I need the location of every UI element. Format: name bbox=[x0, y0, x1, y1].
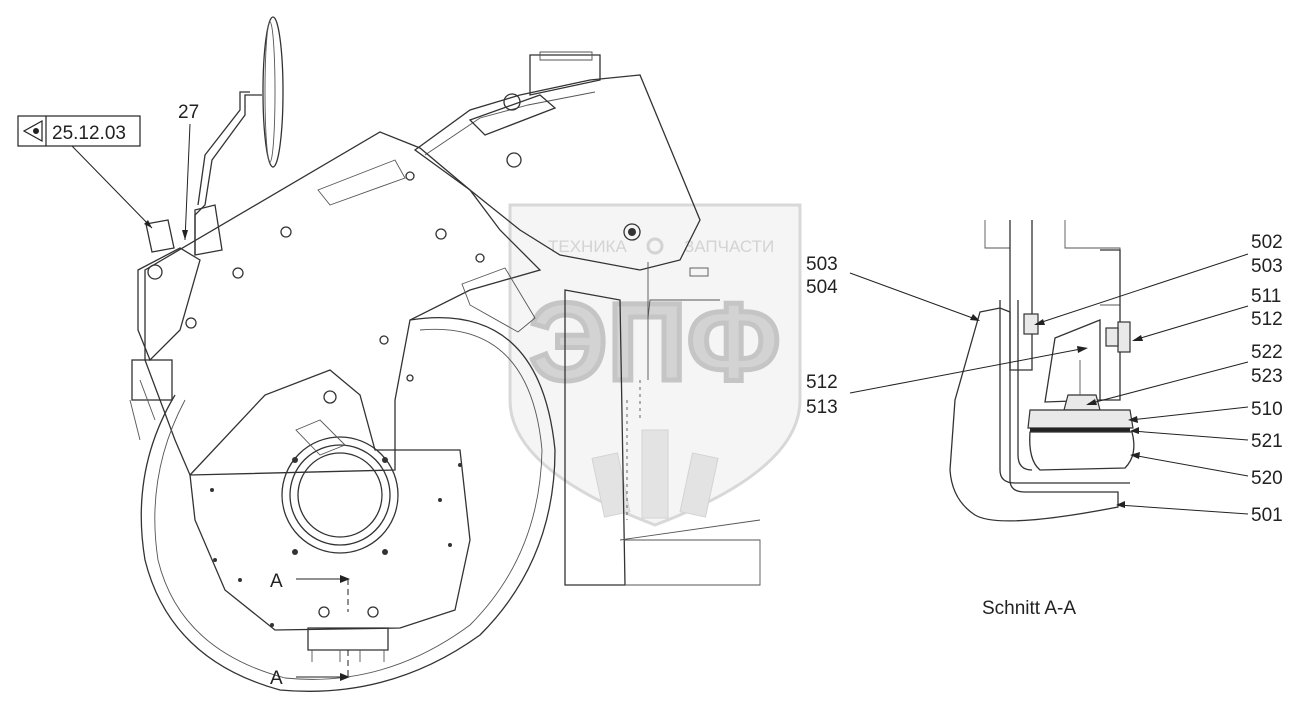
leader-reference bbox=[71, 145, 153, 229]
switch-bracket bbox=[137, 247, 201, 362]
damper-520 bbox=[1029, 431, 1135, 471]
disc-plate bbox=[189, 369, 471, 631]
callout-522: 522 bbox=[1251, 342, 1283, 363]
main-assembly bbox=[129, 16, 761, 692]
reference-box: 25.12.03 bbox=[17, 115, 141, 147]
watermark-logo-text: ЭПФ bbox=[529, 281, 780, 404]
hub-bore bbox=[297, 452, 383, 538]
nut-511 bbox=[1117, 321, 1131, 353]
callout-511: 511 bbox=[1251, 286, 1281, 307]
rotor-outer-ring bbox=[140, 317, 556, 692]
side-plate bbox=[144, 131, 542, 476]
section-view bbox=[949, 220, 1135, 522]
section-marker-bottom: A bbox=[270, 668, 283, 689]
callout-513: 513 bbox=[806, 397, 838, 418]
callout-510: 510 bbox=[1251, 399, 1283, 420]
callout-520: 520 bbox=[1251, 468, 1283, 489]
watermark-text-right: ЗАПЧАСТИ bbox=[684, 237, 774, 256]
section-marker-top: A bbox=[270, 571, 283, 592]
callout-504: 504 bbox=[806, 277, 838, 298]
callout-512-right: 512 bbox=[1251, 309, 1283, 330]
watermark-text-left: ТЕХНИКА bbox=[548, 237, 627, 256]
callout-501: 501 bbox=[1251, 505, 1283, 526]
washer-510 bbox=[1027, 409, 1134, 429]
upper-housing bbox=[413, 74, 701, 271]
hub-outer bbox=[281, 436, 399, 554]
leader-27 bbox=[184, 123, 191, 241]
reference-box-text: 25.12.03 bbox=[52, 123, 126, 144]
callout-521: 521 bbox=[1251, 431, 1283, 452]
watermark-gear-icon bbox=[646, 237, 664, 255]
callout-502: 502 bbox=[1251, 232, 1283, 253]
view-eye-icon bbox=[22, 119, 43, 143]
watermark-wheat-icon bbox=[591, 429, 719, 519]
section-caption: Schnitt A-A bbox=[982, 598, 1076, 619]
cover-501 bbox=[949, 307, 1119, 522]
watermark: ТЕХНИКА ЗАПЧАСТИ ЭПФ bbox=[508, 203, 802, 527]
top-connector bbox=[529, 54, 601, 96]
callout-503-right: 503 bbox=[1251, 256, 1283, 277]
lower-mount bbox=[307, 627, 389, 651]
callout-523: 523 bbox=[1251, 366, 1283, 387]
callout-503-left: 503 bbox=[806, 254, 838, 275]
mirror-glass bbox=[262, 16, 284, 168]
callout-512-left: 512 bbox=[806, 372, 838, 393]
mirror-arm bbox=[194, 94, 262, 255]
callout-27: 27 bbox=[178, 102, 199, 123]
